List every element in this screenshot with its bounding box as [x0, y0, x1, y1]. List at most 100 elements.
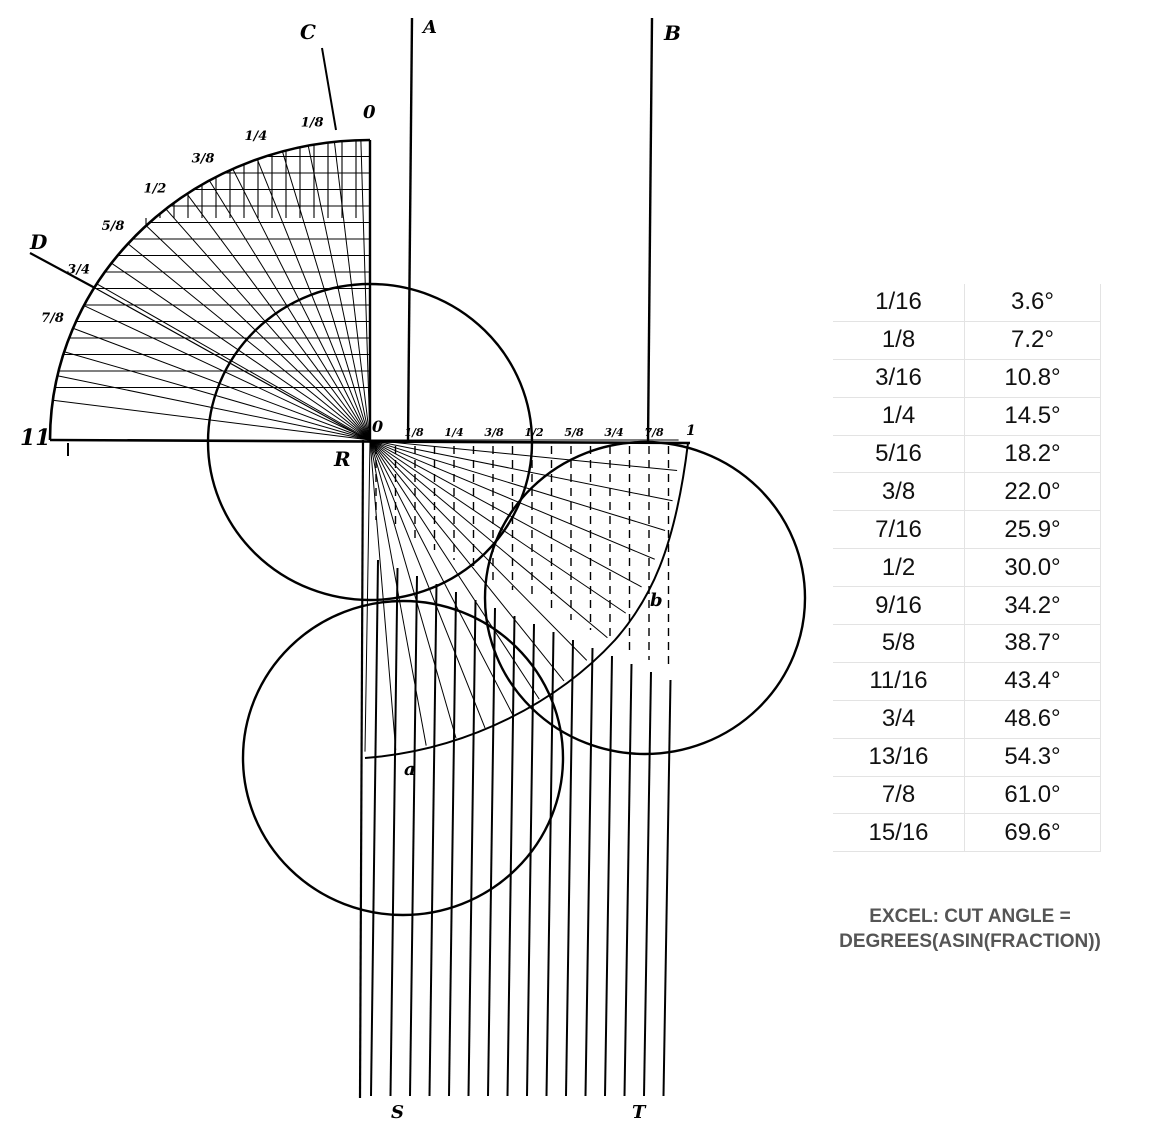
- baseline-fraction-mark: 3/4: [604, 426, 623, 439]
- angle-cell: 30.0°: [964, 548, 1101, 588]
- baseline-fraction-mark: 1/4: [444, 426, 463, 439]
- fraction-cell: 1/2: [833, 548, 965, 588]
- angle-cell: 61.0°: [964, 776, 1101, 815]
- label-a: A: [421, 17, 437, 38]
- solid-projection-line: [506, 615, 516, 1097]
- line-a: [406, 17, 414, 441]
- fan-ray-upper: [83, 305, 371, 441]
- solid-projection-line: [584, 647, 594, 1097]
- angle-cell: 25.9°: [964, 510, 1101, 550]
- arc-fraction-mark: 1/2: [144, 182, 167, 197]
- fan-ray-lower: [369, 439, 627, 614]
- line-d: [29, 252, 96, 289]
- fraction-cell: 3/16: [833, 359, 965, 398]
- baseline-fraction-mark: 3/8: [484, 426, 504, 439]
- angle-cell: 48.6°: [964, 700, 1101, 739]
- line-c: [321, 47, 337, 131]
- solid-projection-line: [604, 655, 613, 1097]
- circle-lower: [241, 599, 565, 917]
- fraction-cell: 3/4: [833, 700, 965, 739]
- label-a-small: a: [404, 759, 416, 780]
- solid-projection-line: [526, 623, 535, 1097]
- fan-ray-upper: [127, 243, 371, 441]
- lower-projection-lines: [370, 446, 672, 1097]
- label-zero-center: 0: [372, 417, 383, 436]
- fan-ray-upper: [333, 141, 371, 441]
- fraction-cell: 5/16: [833, 435, 965, 474]
- solid-projection-line: [409, 575, 418, 1097]
- outer-arc: [48, 138, 371, 441]
- baseline-fraction-mark: 1/2: [524, 426, 544, 439]
- solid-projection-line: [545, 631, 555, 1097]
- fraction-cell: 1/16: [833, 284, 965, 322]
- label-b-small: b: [650, 590, 663, 611]
- fan-ray-lower: [369, 439, 540, 700]
- fraction-cell: 9/16: [833, 586, 965, 626]
- solid-projection-line: [428, 583, 438, 1097]
- fan-ray-upper: [72, 327, 371, 441]
- fan-ray-upper: [281, 151, 371, 441]
- fan-ray-lower: [369, 439, 666, 531]
- angle-cell: 3.6°: [964, 284, 1101, 322]
- angle-cell: 14.5°: [964, 397, 1101, 436]
- formula-line-2: DEGREES(ASIN(FRACTION)): [839, 931, 1101, 952]
- baseline: [49, 438, 691, 445]
- label-eleven: 11: [20, 425, 51, 451]
- fan-ray-upper: [256, 159, 371, 441]
- fan-ray-lower: [369, 439, 514, 716]
- label-zero-top: 0: [363, 102, 376, 123]
- fraction-cell: 15/16: [833, 813, 965, 853]
- fan-ray-lower: [369, 439, 588, 661]
- solid-projection-line: [662, 679, 672, 1097]
- angle-cell: 10.8°: [964, 359, 1101, 398]
- fan-rays: [52, 140, 679, 752]
- fraction-cell: 7/16: [833, 510, 965, 550]
- solid-projection-line: [623, 663, 633, 1097]
- angle-cell: 18.2°: [964, 435, 1101, 474]
- fraction-cell: 5/8: [833, 624, 965, 663]
- fraction-cell: 1/4: [833, 397, 965, 436]
- label-c: C: [300, 20, 316, 44]
- fraction-cell: 7/8: [833, 776, 965, 815]
- solid-projection-line: [370, 559, 379, 1097]
- arc-fraction-mark: 7/8: [41, 311, 64, 326]
- label-one-right: 1: [686, 423, 696, 439]
- line-b: [646, 17, 654, 444]
- solid-projection-line: [448, 591, 457, 1097]
- solid-projection-line: [467, 599, 477, 1097]
- arc-fraction-marks: 1/81/43/81/25/83/47/8: [41, 116, 323, 326]
- fan-ray-lower: [369, 439, 678, 472]
- arc-fraction-mark: 3/8: [192, 151, 215, 166]
- fan-ray-upper: [208, 180, 371, 441]
- solid-projection-line: [389, 567, 399, 1097]
- drawing-labels: C A B D 0 11 R 0 1 b a S T: [20, 17, 696, 1123]
- fan-ray-upper: [360, 140, 371, 441]
- solid-projection-line: [643, 671, 652, 1097]
- fan-ray-lower: [369, 439, 397, 751]
- angle-cell: 7.2°: [964, 321, 1101, 360]
- fan-ray-lower: [369, 439, 457, 739]
- arc-fraction-mark: 1/4: [245, 129, 268, 144]
- label-t: T: [632, 1102, 647, 1123]
- circle-upper: [206, 282, 534, 602]
- angle-cell: 54.3°: [964, 738, 1101, 777]
- fan-ray-upper: [96, 283, 371, 441]
- fan-ray-upper: [64, 351, 371, 441]
- fan-ray-lower: [364, 439, 371, 752]
- baseline-fraction-mark: 7/8: [644, 426, 664, 439]
- label-b: B: [663, 21, 681, 45]
- label-d: D: [29, 230, 48, 254]
- angle-cell: 43.4°: [964, 662, 1101, 701]
